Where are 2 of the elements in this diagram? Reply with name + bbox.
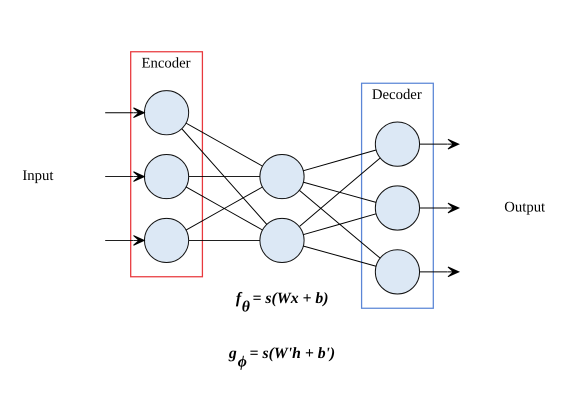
label: Output bbox=[504, 198, 546, 215]
label: Input bbox=[22, 168, 54, 184]
